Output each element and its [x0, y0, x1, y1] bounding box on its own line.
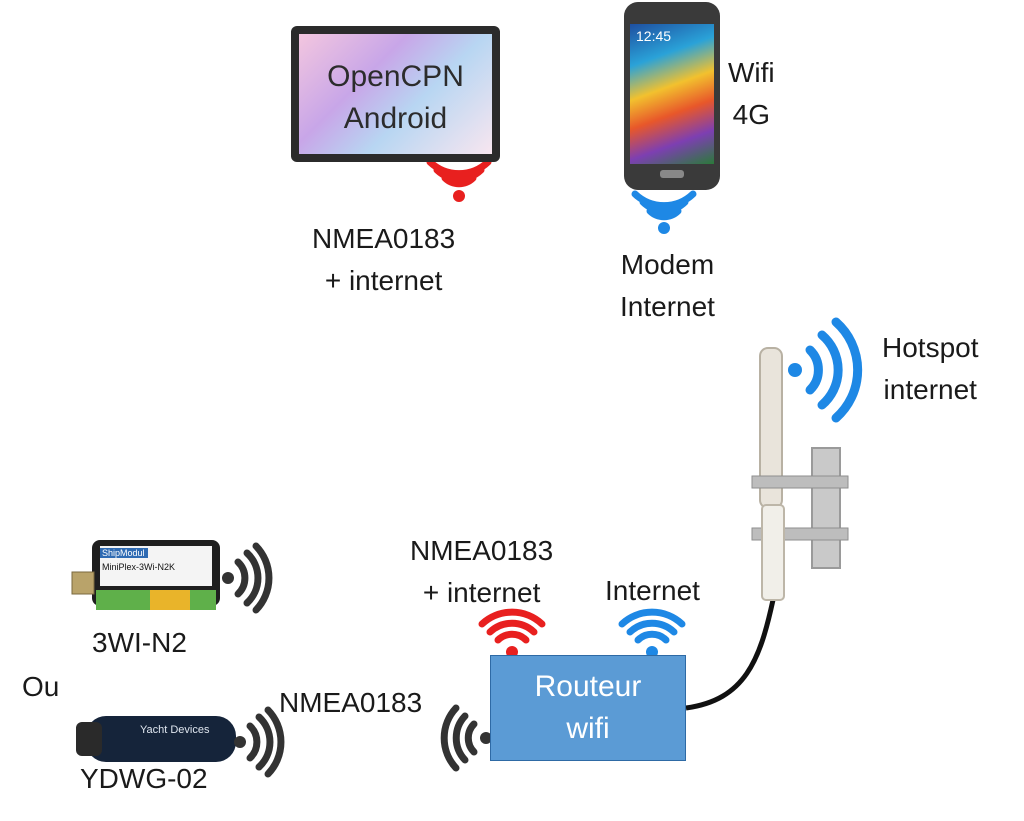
router-red-wifi-icon	[478, 608, 546, 658]
tablet-wifi-icon	[426, 158, 492, 202]
router-left-caption-line1: NMEA0183	[410, 535, 554, 566]
phone-device: 12:45	[624, 2, 720, 190]
device2-label: YDWG-02	[80, 763, 208, 794]
device2-brand: Yacht Devices	[140, 724, 210, 736]
phone-side-line2: 4G	[732, 99, 770, 130]
router-right-caption-line1: Internet	[605, 575, 700, 606]
tablet-line1: OpenCPN	[327, 60, 464, 93]
separator-label: Ou	[22, 671, 60, 702]
phone-side-label: Wifi 4G	[728, 52, 775, 136]
router-blue-wifi-icon	[618, 608, 686, 658]
hotspot-line2: internet	[883, 374, 977, 405]
router-right-caption: Internet	[605, 570, 700, 612]
router-box: Routeur wifi	[490, 655, 686, 761]
phone-below-line2: Internet	[620, 291, 715, 322]
phone-screen	[630, 24, 714, 164]
device1-label: 3WI-N2	[92, 627, 187, 658]
tablet-caption: NMEA0183 + internet	[312, 218, 455, 302]
ydwg-wifi-icon	[234, 706, 285, 778]
hotspot-wifi-icon	[788, 317, 863, 423]
antenna-icon	[751, 347, 849, 601]
device1-model: MiniPlex-3Wi-N2K	[102, 562, 176, 572]
phone-side-line1: Wifi	[728, 57, 775, 88]
antenna-cable	[685, 599, 776, 711]
phone-home-button	[660, 170, 684, 178]
miniplex-device-icon	[71, 540, 220, 610]
phone-below-line1: Modem	[620, 249, 715, 280]
tablet-line2: Android	[343, 102, 448, 135]
hotspot-line1: Hotspot	[882, 332, 979, 363]
device1-brand: ShipModul	[102, 548, 145, 558]
ydwg-device-icon	[76, 716, 236, 762]
wire-caption: NMEA0183	[279, 687, 423, 718]
router-left-caption-line2: + internet	[422, 577, 541, 608]
hotspot-label: Hotspot internet	[882, 327, 979, 411]
miniplex-wifi-icon	[222, 542, 273, 614]
router-line2: wifi	[566, 712, 610, 745]
router-left-wifi-icon	[440, 704, 492, 772]
tablet-caption-line2: + internet	[324, 265, 443, 296]
phone-wifi-icon	[631, 190, 697, 234]
tablet-screen: OpenCPN Android	[299, 34, 492, 154]
router-left-caption: NMEA0183 + internet	[410, 530, 553, 614]
phone-time: 12:45	[636, 28, 672, 44]
phone-below-label: Modem Internet	[620, 244, 715, 328]
router-line1: Routeur	[534, 670, 642, 703]
tablet-caption-line1: NMEA0183	[312, 223, 456, 254]
tablet-device: OpenCPN Android	[291, 26, 500, 162]
